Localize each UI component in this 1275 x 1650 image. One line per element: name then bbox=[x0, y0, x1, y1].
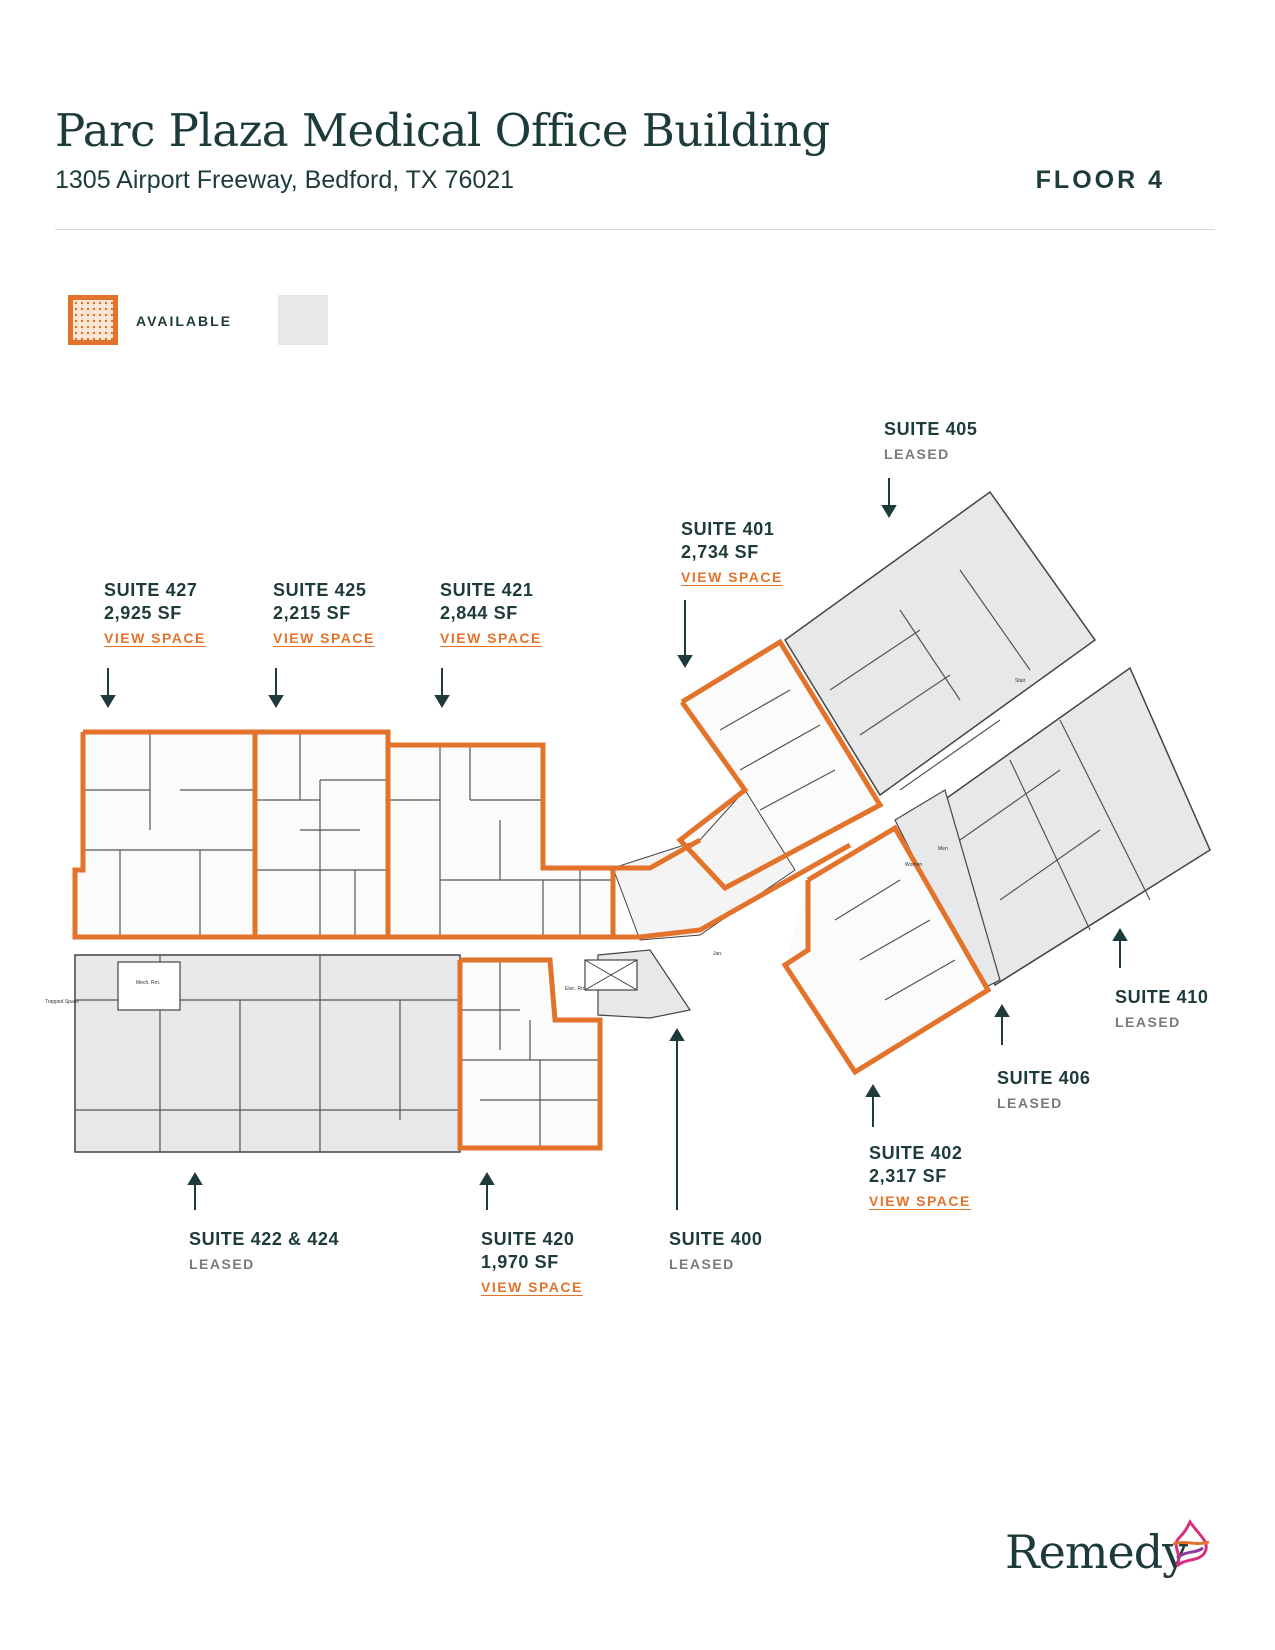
suite-401-name: SUITE 401 bbox=[681, 519, 775, 539]
arrow-422 bbox=[187, 1172, 203, 1210]
arrow-427 bbox=[100, 668, 116, 708]
suite-406-status: LEASED bbox=[997, 1095, 1063, 1111]
elec-room-label: Elec. Rm. bbox=[565, 986, 587, 992]
arrow-421 bbox=[434, 668, 450, 708]
arrow-425 bbox=[268, 668, 284, 708]
service-areas: Mech. Rm. Trapped Space Elec. Rm. Jan. W… bbox=[45, 678, 1026, 1011]
suite-420-label: SUITE 420 1,970 SF VIEW SPACE bbox=[481, 1228, 583, 1298]
mech-room-label: Mech. Rm. bbox=[136, 980, 160, 986]
men-restroom-label: Men bbox=[938, 846, 948, 852]
arrow-406 bbox=[994, 1004, 1010, 1045]
suite-425-name: SUITE 425 bbox=[273, 580, 367, 600]
suite-420-view-link[interactable]: VIEW SPACE bbox=[481, 1279, 583, 1295]
suite-401-view-link[interactable]: VIEW SPACE bbox=[681, 569, 783, 585]
suite-427-label: SUITE 427 2,925 SF VIEW SPACE bbox=[104, 579, 206, 649]
available-outlines bbox=[72, 638, 992, 1151]
suite-401-label: SUITE 401 2,734 SF VIEW SPACE bbox=[681, 518, 783, 588]
suite-422-424-status: LEASED bbox=[189, 1256, 255, 1272]
suite-425-label: SUITE 425 2,215 SF VIEW SPACE bbox=[273, 579, 375, 649]
suite-406-label: SUITE 406 LEASED bbox=[997, 1067, 1090, 1114]
remedy-logo-icon bbox=[1172, 1519, 1210, 1568]
suite-406-name: SUITE 406 bbox=[997, 1068, 1091, 1088]
suite-402-area[interactable] bbox=[785, 828, 988, 1072]
suite-421-view-link[interactable]: VIEW SPACE bbox=[440, 630, 542, 646]
page-title: Parc Plaza Medical Office Building bbox=[55, 104, 830, 157]
suite-402-name: SUITE 402 bbox=[869, 1143, 963, 1163]
trapped-space-label: Trapped Space bbox=[45, 999, 79, 1005]
arrow-405 bbox=[881, 478, 897, 518]
suite-arrows bbox=[100, 478, 1128, 1210]
suite-421-label: SUITE 421 2,844 SF VIEW SPACE bbox=[440, 579, 542, 649]
header-divider bbox=[55, 229, 1215, 230]
suite-401-area-text: 2,734 SF bbox=[681, 542, 759, 562]
suite-402-label: SUITE 402 2,317 SF VIEW SPACE bbox=[869, 1142, 971, 1212]
suite-422-424-name: SUITE 422 & 424 bbox=[189, 1229, 340, 1249]
women-restroom-label: Women bbox=[905, 862, 922, 868]
suite-425-area[interactable] bbox=[255, 732, 388, 937]
suite-420-name: SUITE 420 bbox=[481, 1229, 575, 1249]
arrow-420 bbox=[479, 1172, 495, 1210]
brand-logo-text: Remedy bbox=[1005, 1525, 1188, 1579]
janitor-label: Jan. bbox=[713, 951, 722, 957]
arrow-400 bbox=[669, 1028, 685, 1210]
suite-425-area-text: 2,215 SF bbox=[273, 603, 351, 623]
suite-402-area-text: 2,317 SF bbox=[869, 1166, 947, 1186]
suite-405-label: SUITE 405 LEASED bbox=[884, 418, 977, 465]
interior-walls bbox=[75, 569, 1151, 1152]
suite-410-label: SUITE 410 LEASED bbox=[1115, 986, 1208, 1033]
suite-425-view-link[interactable]: VIEW SPACE bbox=[273, 630, 375, 646]
arrow-401 bbox=[677, 600, 693, 668]
suite-400-label: SUITE 400 LEASED bbox=[669, 1228, 762, 1275]
suite-421-name: SUITE 421 bbox=[440, 580, 534, 600]
suite-421-area-text: 2,844 SF bbox=[440, 603, 518, 623]
legend-available-swatch bbox=[68, 295, 118, 345]
suite-402-view-link[interactable]: VIEW SPACE bbox=[869, 1193, 971, 1209]
suite-420-area-text: 1,970 SF bbox=[481, 1252, 559, 1272]
suite-410-name: SUITE 410 bbox=[1115, 987, 1209, 1007]
stair-label: Stair bbox=[1015, 678, 1026, 684]
suite-427-area[interactable] bbox=[75, 732, 255, 937]
legend-available-label: AVAILABLE bbox=[136, 313, 233, 329]
suite-400-status: LEASED bbox=[669, 1256, 735, 1272]
arrow-410 bbox=[1112, 928, 1128, 968]
suite-422-424-label: SUITE 422 & 424 LEASED bbox=[189, 1228, 339, 1275]
suite-427-area-text: 2,925 SF bbox=[104, 603, 182, 623]
building-address: 1305 Airport Freeway, Bedford, TX 76021 bbox=[55, 166, 515, 194]
suite-427-name: SUITE 427 bbox=[104, 580, 198, 600]
suite-400-name: SUITE 400 bbox=[669, 1229, 763, 1249]
legend-leased-swatch bbox=[278, 295, 328, 345]
suite-410-status: LEASED bbox=[1115, 1014, 1181, 1030]
suite-427-view-link[interactable]: VIEW SPACE bbox=[104, 630, 206, 646]
suite-405-name: SUITE 405 bbox=[884, 419, 978, 439]
arrow-402 bbox=[865, 1084, 881, 1127]
suite-405-area bbox=[783, 490, 1097, 797]
floor-label: FLOOR 4 bbox=[1035, 166, 1165, 194]
suite-405-status: LEASED bbox=[884, 446, 950, 462]
